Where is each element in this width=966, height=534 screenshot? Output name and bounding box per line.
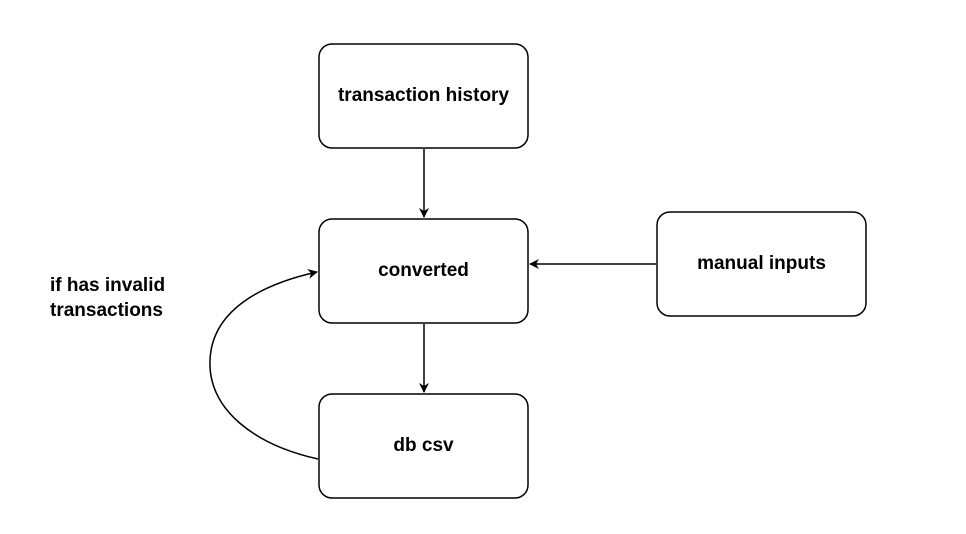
node-transaction-history: transaction history — [318, 43, 529, 149]
loop-edge-label: if has invalid transactions — [50, 275, 165, 321]
loop-label-line-2: transactions — [50, 300, 163, 321]
node-db-csv: db csv — [318, 393, 529, 499]
edge-dbcsv-loop-to-converted — [209, 269, 319, 460]
node-box-transaction-history — [318, 43, 529, 149]
node-label-db-csv: db csv — [393, 435, 454, 456]
node-label-transaction-history: transaction history — [338, 85, 509, 106]
node-label-manual-inputs: manual inputs — [697, 253, 826, 274]
node-manual-inputs: manual inputs — [656, 211, 867, 317]
loop-label-line-1: if has invalid — [50, 275, 165, 296]
node-box-db-csv — [318, 393, 529, 499]
node-label-converted: converted — [378, 260, 469, 281]
node-box-converted — [318, 218, 529, 324]
node-converted: converted — [318, 218, 529, 324]
node-box-manual-inputs — [656, 211, 867, 317]
